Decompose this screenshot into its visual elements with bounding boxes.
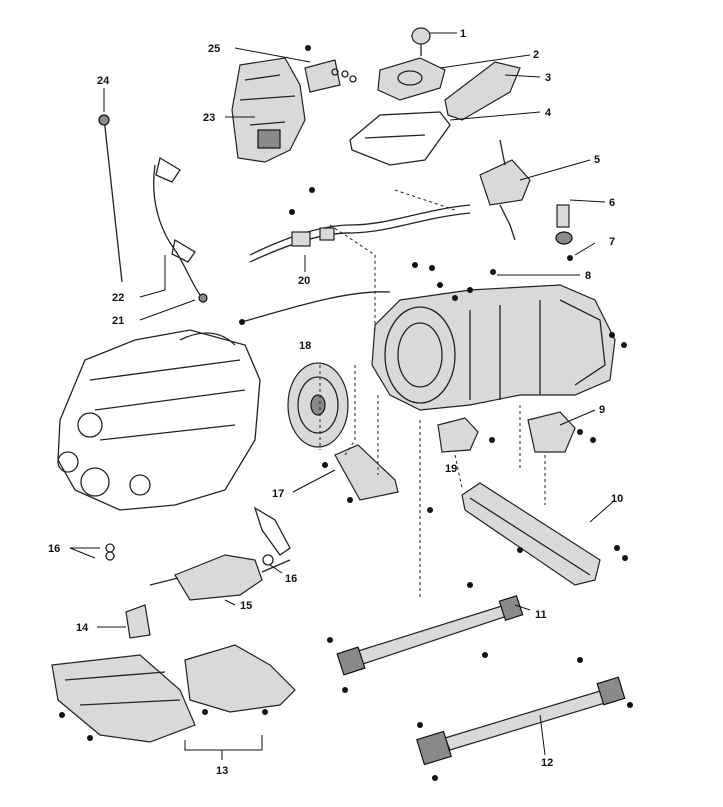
callout-16-left: 16 xyxy=(48,543,60,555)
part-20-wiring-harness xyxy=(249,187,471,263)
callout-24: 24 xyxy=(97,75,110,87)
callout-18: 18 xyxy=(299,340,311,352)
callout-17: 17 xyxy=(272,488,284,500)
callout-7: 7 xyxy=(609,236,615,248)
transmission-bolts xyxy=(412,262,627,348)
part-9-mount xyxy=(527,411,596,453)
callout-11: 11 xyxy=(535,609,547,621)
callout-12: 12 xyxy=(541,757,553,769)
callout-1: 1 xyxy=(460,28,466,40)
part-24-dipstick xyxy=(98,114,123,283)
callout-22: 22 xyxy=(112,292,124,304)
callout-9: 9 xyxy=(599,404,605,416)
engine-block xyxy=(57,329,261,511)
part-25-gasket-plate xyxy=(304,45,357,93)
callout-5: 5 xyxy=(594,154,600,166)
part-17-cover-plate xyxy=(322,444,399,503)
callout-6: 6 xyxy=(609,197,615,209)
callout-labels: 1 2 3 4 5 6 7 8 9 10 11 12 13 14 15 16 1… xyxy=(48,28,623,777)
part-23-shift-housing xyxy=(231,57,306,163)
part-5-shift-lever-assembly xyxy=(479,139,531,241)
callout-16-right: 16 xyxy=(285,573,297,585)
part-4-bracket xyxy=(349,111,451,166)
callout-15: 15 xyxy=(240,600,252,612)
callout-19: 19 xyxy=(445,463,457,475)
callout-3: 3 xyxy=(545,72,551,84)
part-1-shift-knob xyxy=(411,27,431,56)
part-11-front-driveshaft xyxy=(327,582,524,693)
part-7-nut xyxy=(567,255,573,261)
part-3-console-cover xyxy=(444,61,521,121)
part-14-bracket xyxy=(125,604,151,639)
throttle-cable xyxy=(239,291,391,325)
part-10-crossmember xyxy=(427,482,628,586)
part-12-rear-driveshaft xyxy=(416,657,633,781)
part-19-mount xyxy=(437,417,495,453)
callout-14: 14 xyxy=(76,622,89,634)
callout-23: 23 xyxy=(203,112,215,124)
callout-13: 13 xyxy=(216,765,228,777)
callout-25: 25 xyxy=(208,43,220,55)
callout-leader-lines xyxy=(69,32,616,760)
callout-8: 8 xyxy=(585,270,591,282)
part-18-torque-converter xyxy=(287,362,349,448)
transmission-case xyxy=(371,262,627,411)
part-22-filler-tube xyxy=(153,156,208,303)
assembly-guide-lines xyxy=(319,189,546,600)
callout-2: 2 xyxy=(533,49,539,61)
part-15-catalytic-converter xyxy=(149,554,291,601)
callout-4: 4 xyxy=(545,107,552,119)
part-2-shift-boot xyxy=(377,57,446,101)
part-13-under-covers xyxy=(51,644,296,743)
part-16-exhaust-gaskets xyxy=(105,506,291,566)
callout-20: 20 xyxy=(298,275,310,287)
part-6-position-sensor xyxy=(555,204,573,245)
callout-21: 21 xyxy=(112,315,124,327)
callout-10: 10 xyxy=(611,493,623,505)
